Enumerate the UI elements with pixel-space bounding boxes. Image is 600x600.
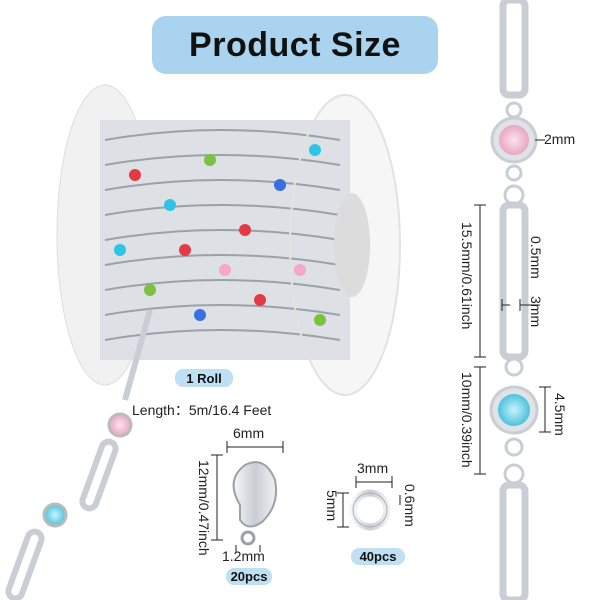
ring-inner-label: 5mm [324,490,340,522]
connector-gem-label: 4.5mm [552,393,568,436]
chain-detail [489,0,539,600]
lobster-clasp [211,441,284,552]
jump-ring [337,476,401,531]
product-size-title: Product Size [152,16,438,74]
link-width-label: 3mm [528,296,544,328]
clasp-width-label: 6mm [233,425,265,441]
clasp-count-label: 20pcs [226,568,272,585]
ring-outer-label: 3mm [357,460,389,476]
length-label: Length：5m/16.4 Feet [132,402,272,418]
link-thickness-label: 0.5mm [528,236,544,279]
connector-length-label: 10mm/0.39inch [459,372,475,468]
clasp-thickness-label: 1.2mm [222,548,265,564]
ring-count-label: 40pcs [351,548,405,565]
dimension-lines [474,139,551,475]
clasp-height-label: 12mm/0.47inch [196,460,212,556]
gem-size-label: 2mm [544,131,576,147]
roll-label: 1 Roll [175,369,233,387]
chain-spool [56,84,401,396]
hanging-chain [5,309,153,600]
ring-wire-label: 0.6mm [402,484,418,527]
link-length-label: 15.5mm/0.61inch [459,222,475,330]
